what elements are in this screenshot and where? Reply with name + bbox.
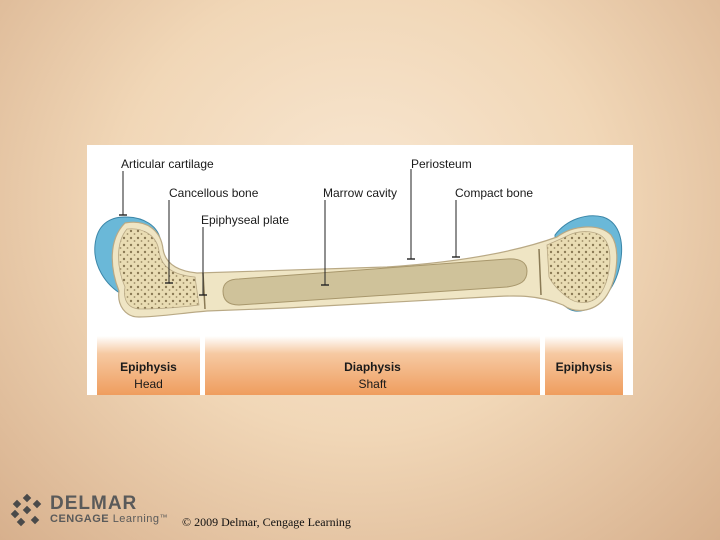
region-title-middle: Diaphysis (344, 360, 401, 374)
region-title-left: Epiphysis (120, 360, 177, 374)
label-marrow-cavity: Marrow cavity (323, 186, 398, 200)
label-compact-bone: Compact bone (455, 186, 534, 200)
copyright-notice: © 2009 Delmar, Cengage Learning (182, 515, 351, 529)
label-epiphyseal-plate: Epiphyseal plate (201, 213, 290, 227)
long-bone-illustration (94, 169, 623, 318)
marrow-cavity (222, 258, 528, 306)
region-band-epiphysis-right: Epiphysis (545, 336, 623, 395)
label-articular-cartilage: Articular cartilage (121, 157, 214, 171)
label-cancellous-bone: Cancellous bone (169, 186, 259, 200)
region-subtitle-middle: Shaft (358, 377, 387, 391)
publisher-logo: DELMAR CENGAGE Learning™ (10, 493, 180, 529)
logo-wordmark-delmar: DELMAR (50, 493, 138, 514)
right-epiphyseal-plate (538, 248, 542, 296)
logo-wordmark-cengage: CENGAGE Learning™ (50, 513, 168, 525)
region-band-epiphysis-left: Epiphysis Head (97, 336, 200, 395)
region-band-diaphysis: Diaphysis Shaft (205, 336, 540, 395)
logo-learning-text: Learning (112, 513, 160, 525)
logo-trademark: ™ (159, 513, 169, 522)
region-subtitle-left: Head (134, 377, 163, 391)
label-periosteum: Periosteum (411, 157, 472, 171)
region-title-right: Epiphysis (555, 360, 613, 374)
delmar-logo-icon (10, 493, 42, 527)
logo-cengage-text: CENGAGE (50, 513, 110, 525)
bone-diagram: Articular cartilage Cancellous bone Epip… (87, 145, 633, 395)
left-cancellous-bone (118, 228, 200, 310)
right-cancellous-bone (546, 231, 611, 303)
leader-lines (122, 169, 457, 295)
leader-ticks (119, 214, 460, 296)
